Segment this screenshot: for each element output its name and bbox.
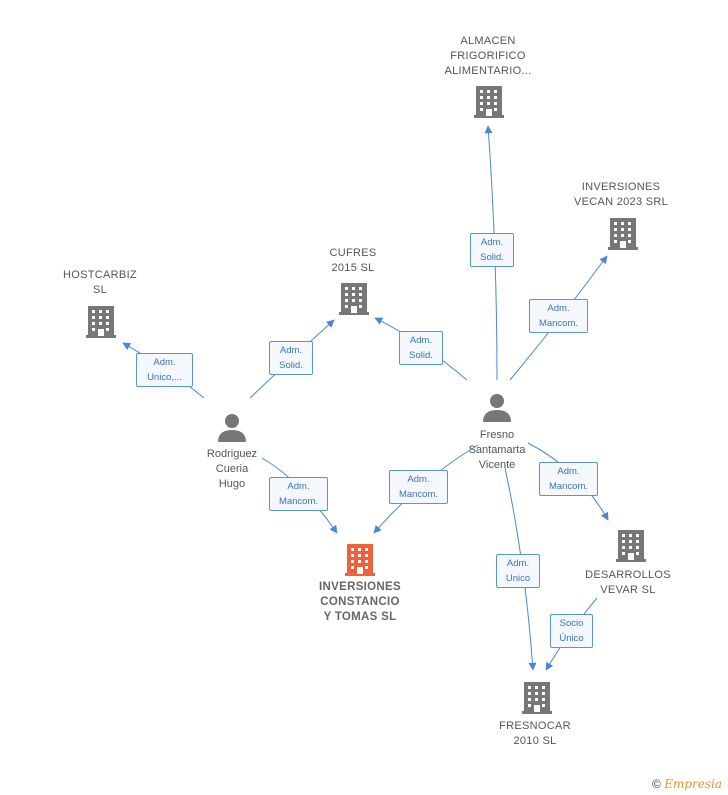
- company-label-almacen[interactable]: ALMACEN FRIGORIFICO ALIMENTARIO...: [444, 35, 532, 77]
- person-icon-fresno[interactable]: [483, 394, 511, 422]
- building-icon-hostcarbiz[interactable]: [86, 306, 116, 338]
- building-icon-vecan[interactable]: [608, 218, 638, 250]
- company-label-hostcarbiz[interactable]: HOSTCARBIZ SL: [63, 269, 137, 296]
- edge-label-almacen: Adm. Solid.: [470, 233, 514, 267]
- edge-label-vecan: Adm. Mancom.: [529, 299, 588, 333]
- edge-label-cufres-fresno: Adm. Solid.: [399, 331, 443, 365]
- company-label-fresnocar[interactable]: FRESNOCAR 2010 SL: [499, 720, 571, 747]
- edge-label-fresnocar-fresno: Adm. Unico: [496, 554, 540, 588]
- edge-label-constancio-fresno: Adm. Mancom.: [389, 470, 448, 504]
- edge-label-hostcarbiz: Adm. Unico,...: [136, 353, 193, 387]
- company-label-cufres[interactable]: CUFRES 2015 SL: [329, 247, 377, 274]
- company-label-desarrollos[interactable]: DESARROLLOS VEVAR SL: [585, 569, 671, 596]
- building-icon-desarrollos[interactable]: [616, 530, 646, 562]
- building-icon-almacen[interactable]: [474, 86, 504, 118]
- copyright-symbol: ©: [652, 777, 661, 791]
- edge-label-constancio-rodriguez: Adm. Mancom.: [269, 477, 328, 511]
- building-icon-fresnocar[interactable]: [522, 682, 552, 714]
- building-icon-cufres[interactable]: [339, 283, 369, 315]
- company-label-constancio[interactable]: INVERSIONES CONSTANCIO Y TOMAS SL: [319, 581, 401, 623]
- edge-label-desarrollos: Adm. Mancom.: [539, 462, 598, 496]
- brand-logo: Empresia: [664, 777, 722, 791]
- copyright-footer: © Empresia: [652, 777, 722, 791]
- company-label-vecan[interactable]: INVERSIONES VECAN 2023 SRL: [573, 181, 669, 208]
- person-icon-rodriguez[interactable]: [218, 414, 246, 442]
- edge-label-cufres-rodriguez: Adm. Solid.: [269, 341, 313, 375]
- person-label-fresno[interactable]: Fresno Santamarta Vicente: [468, 429, 526, 471]
- edge-label-fresnocar-desarrollos: Socio Único: [550, 614, 593, 648]
- person-label-rodriguez[interactable]: Rodriguez Cueria Hugo: [206, 448, 258, 490]
- building-icon-constancio[interactable]: [345, 544, 375, 576]
